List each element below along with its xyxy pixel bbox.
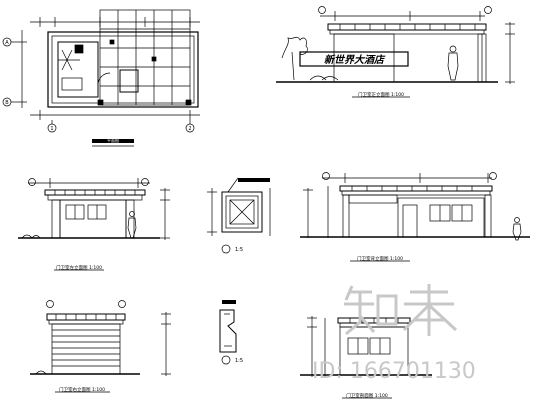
watermark-id: ID: 166701130 [312,359,476,384]
front-elevation [276,6,515,98]
watermark: ID: 166701130 [312,284,476,384]
floor-plan [2,9,200,147]
right-elevation-title: 门卫室右立面图 1:100 [59,386,105,393]
grid-mark-b: B [5,100,9,106]
plan-title: 平面图 [107,137,119,143]
back-elevation [300,172,530,262]
grid-mark-1: 1 [50,126,53,132]
grid-mark-2: 2 [188,126,191,132]
sign-text: 新世界大酒店 [324,54,386,66]
right-elevation [30,300,171,393]
section-title: 门卫室剖面图 1:100 [346,392,388,399]
watermark-logo-icon [344,284,458,336]
section [300,316,432,399]
detail-1 [207,177,271,254]
left-elevation-title: 门卫室左立面图 1:100 [56,264,102,271]
detail-2 [219,300,237,365]
detail-2-title: 1:5 [235,358,243,364]
left-elevation [18,178,170,271]
detail-1-title: 1:5 [235,247,243,253]
grid-mark-a: A [5,40,9,46]
front-elevation-title: 门卫室正立面图 1:100 [358,91,404,98]
back-elevation-title: 门卫室背立面图 1:100 [357,255,403,262]
